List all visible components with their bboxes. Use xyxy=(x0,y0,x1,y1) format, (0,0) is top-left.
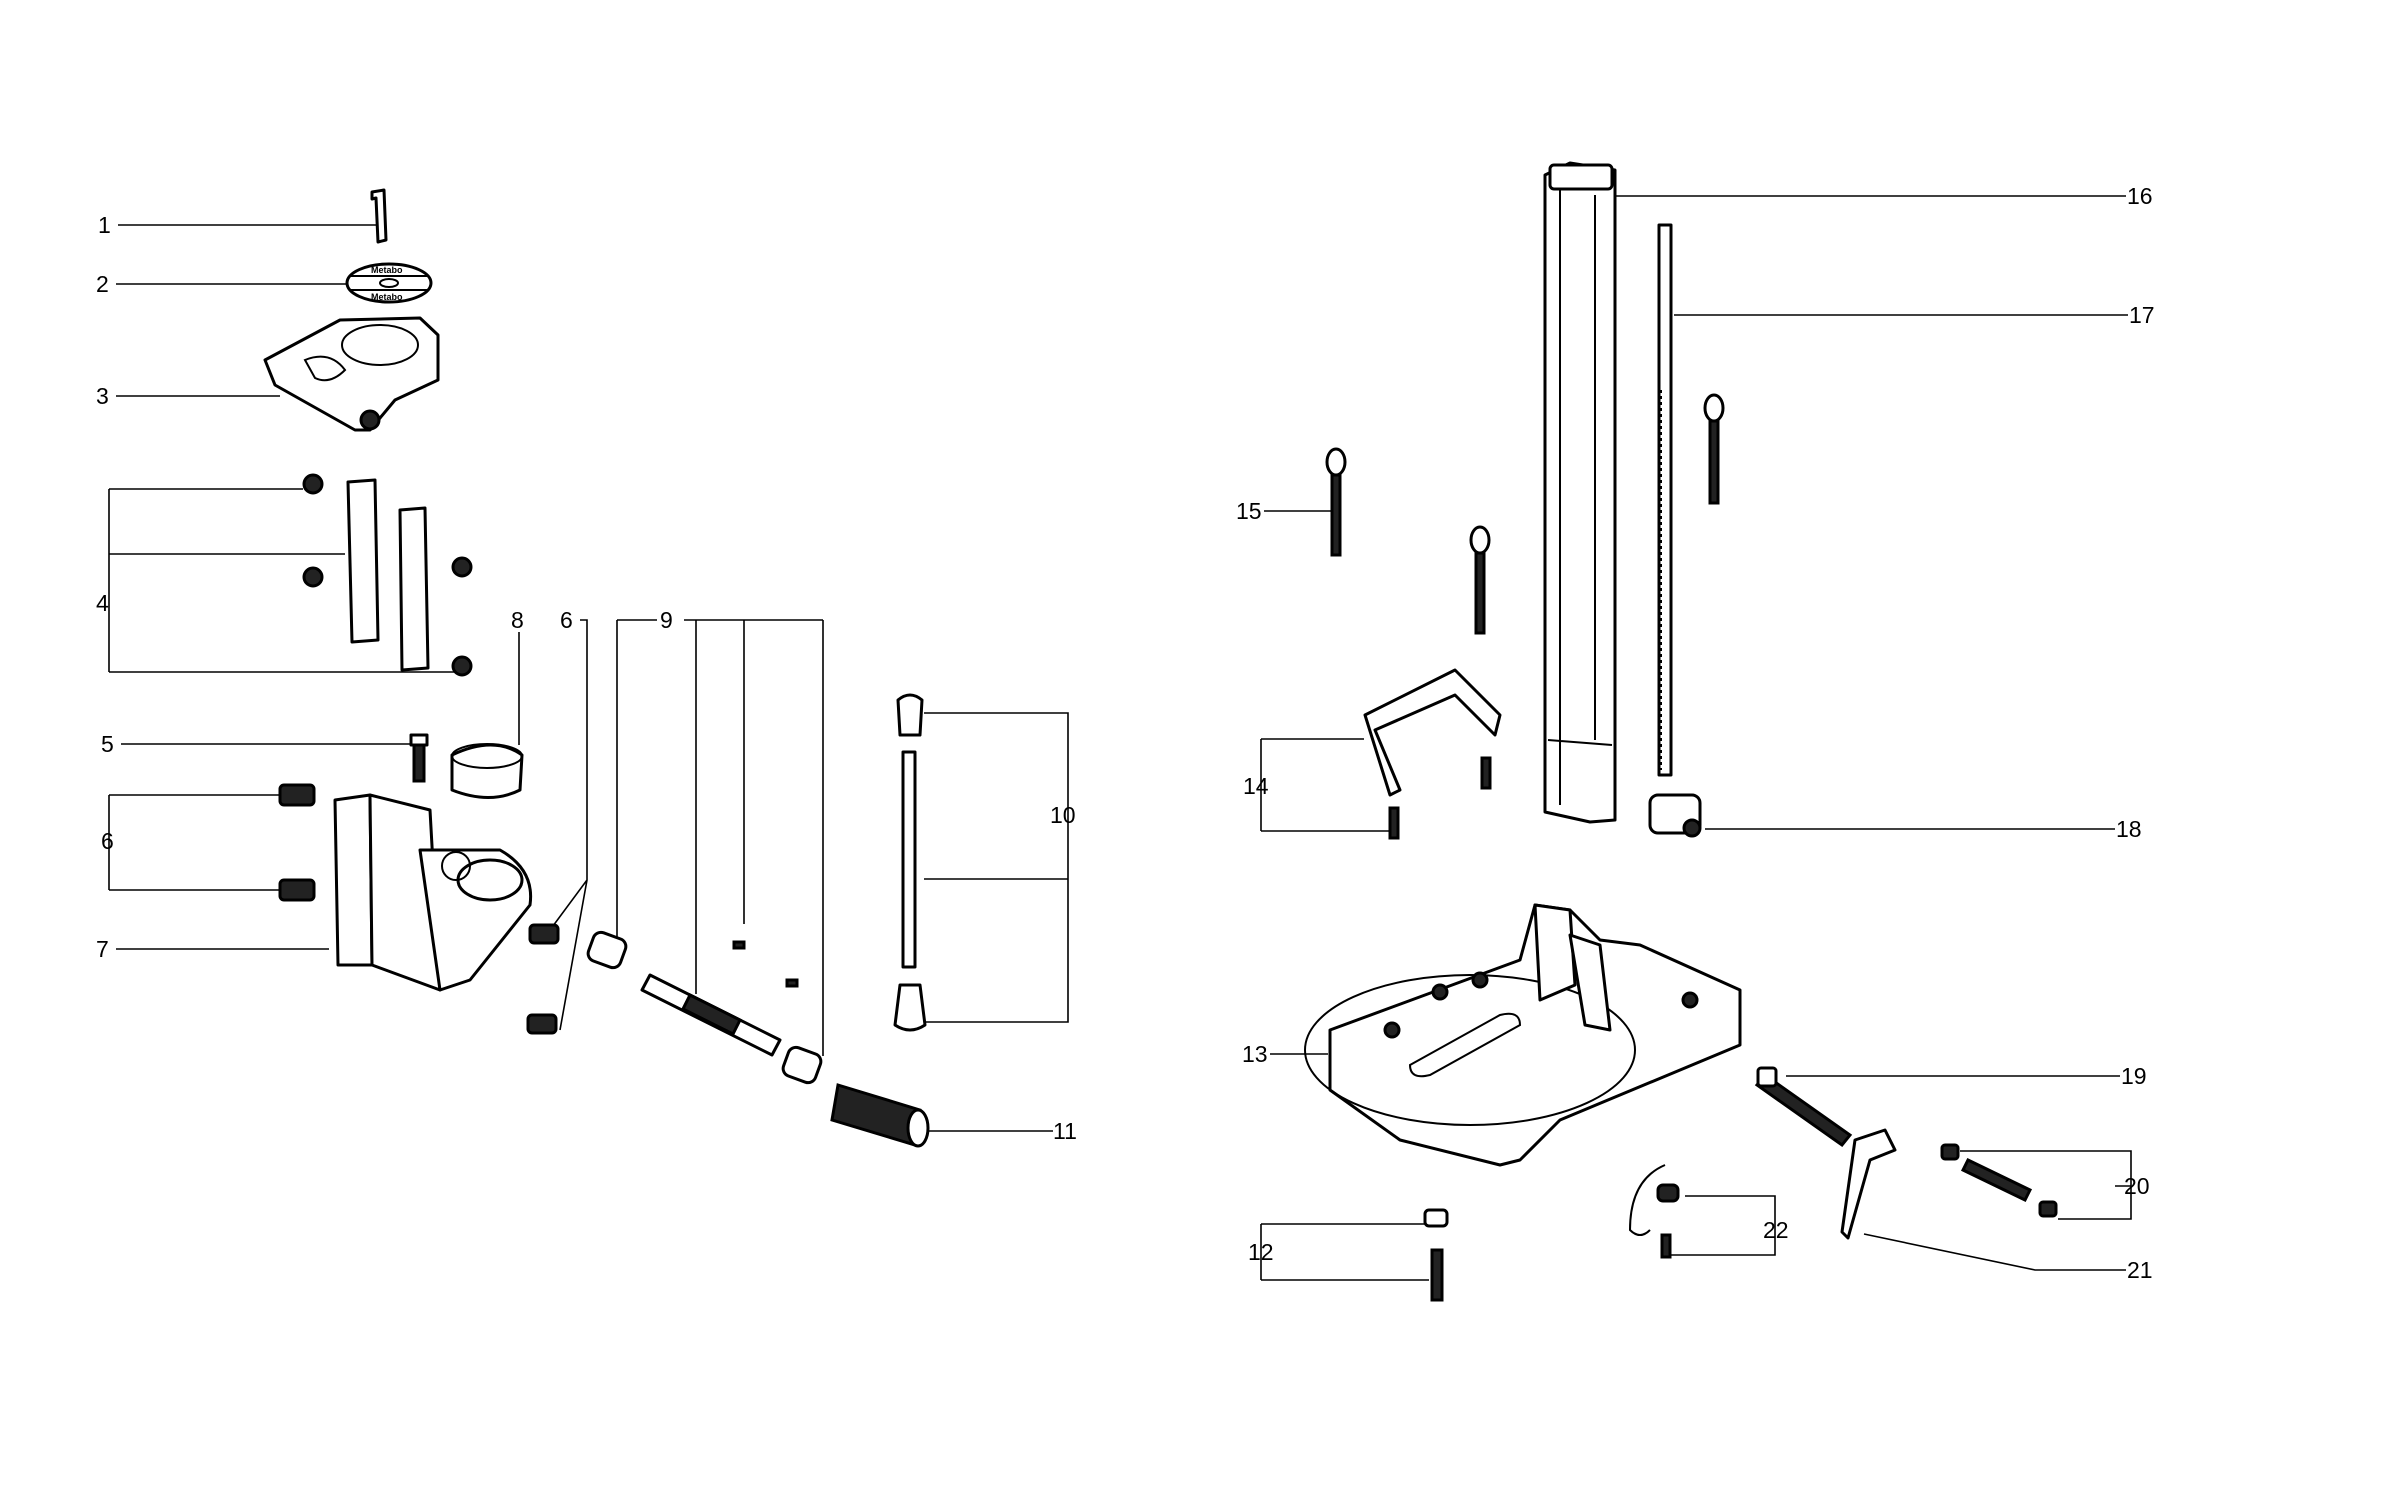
leader-14 xyxy=(1260,738,1393,832)
label-21: 21 xyxy=(2127,1257,2153,1283)
label-17: 17 xyxy=(2129,302,2155,328)
label-13: 13 xyxy=(1242,1041,1268,1067)
label-12: 12 xyxy=(1248,1239,1274,1265)
part-1-hex-key xyxy=(370,188,388,244)
leader-4 xyxy=(108,488,458,673)
part-3-motor-plate xyxy=(263,316,440,432)
part-8-bushing-ring xyxy=(450,743,524,799)
leader-6b xyxy=(549,619,588,1031)
label-18: 18 xyxy=(2116,816,2142,842)
leader-10 xyxy=(924,712,1069,1023)
label-6: 6 xyxy=(101,828,114,854)
label-5: 5 xyxy=(101,731,114,757)
part-12-leveling-screw xyxy=(1423,1208,1449,1302)
part-22-knob-and-cable xyxy=(1628,1164,1680,1259)
label-8: 8 xyxy=(511,607,524,633)
leader-12 xyxy=(1260,1223,1429,1281)
label-10: 10 xyxy=(1050,802,1076,828)
part-9-pinion-shaft xyxy=(586,930,823,1085)
leader-22 xyxy=(1670,1195,1776,1256)
part-13-base-plate xyxy=(1304,903,1742,1167)
label-2: 2 xyxy=(96,271,109,297)
part-labels: 1 2 3 4 5 6 7 8 6 9 10 11 12 13 14 15 16… xyxy=(96,183,2155,1283)
part-16-column xyxy=(1543,161,1617,824)
label-20: 20 xyxy=(2124,1173,2150,1199)
leader-lines xyxy=(108,195,2132,1281)
part-20-tie-rod xyxy=(1940,1143,2058,1218)
part-15-eye-bolts xyxy=(1325,393,1725,635)
part-11-hub-sleeve xyxy=(830,1083,930,1148)
label-19: 19 xyxy=(2121,1063,2147,1089)
label-14: 14 xyxy=(1243,773,1269,799)
part-21-clamp-lever xyxy=(1840,1128,1897,1240)
metabo-logo: Metabo xyxy=(371,292,403,302)
metabo-logo: Metabo xyxy=(371,265,403,275)
label-1: 1 xyxy=(98,212,111,238)
part-17-gear-rack xyxy=(1657,223,1673,777)
label-3: 3 xyxy=(96,383,109,409)
part-7-carriage xyxy=(333,793,533,992)
leader-21 xyxy=(1863,1233,2126,1271)
label-15: 15 xyxy=(1236,498,1262,524)
part-18-rack-gear-nut xyxy=(1648,793,1702,838)
label-6-second: 6 xyxy=(560,607,573,633)
part-4-guide-rails xyxy=(302,473,473,677)
label-16: 16 xyxy=(2127,183,2153,209)
part-5-screw xyxy=(409,733,429,783)
label-11: 11 xyxy=(1053,1118,1077,1144)
part-2-label-disc: Metabo Metabo xyxy=(345,262,433,304)
label-9: 9 xyxy=(660,607,673,633)
part-6-bolts xyxy=(278,783,560,1035)
leader-20 xyxy=(1960,1150,2132,1220)
label-7: 7 xyxy=(96,936,109,962)
part-10-handle-rod xyxy=(893,693,927,1032)
leader-9 xyxy=(616,619,824,1056)
part-14-bracket-handle xyxy=(1363,668,1502,840)
label-4: 4 xyxy=(96,590,109,616)
label-22: 22 xyxy=(1763,1217,1789,1243)
leader-6a xyxy=(108,794,280,891)
part-19-threaded-bolt xyxy=(1754,1066,1853,1148)
